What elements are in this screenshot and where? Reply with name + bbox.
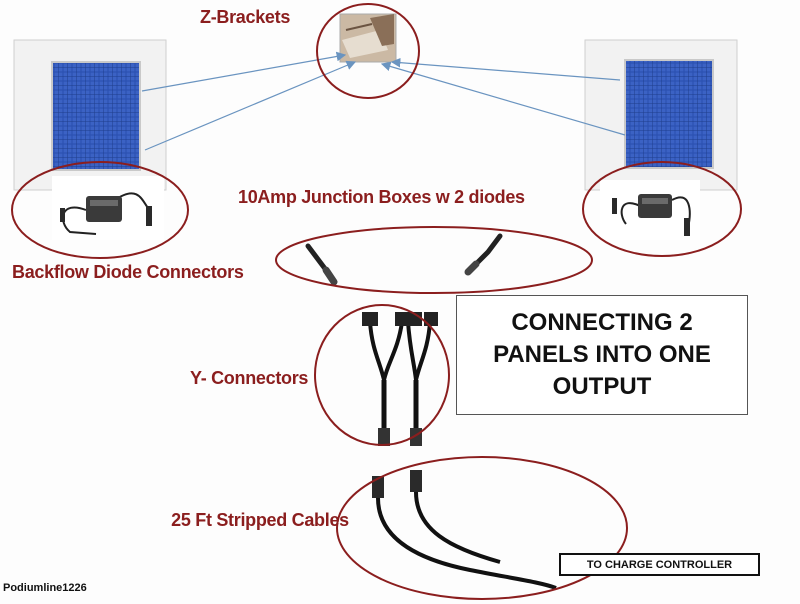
title-box: CONNECTING 2 PANELS INTO ONE OUTPUT: [456, 295, 748, 415]
diagram-title: CONNECTING 2 PANELS INTO ONE OUTPUT: [493, 309, 711, 400]
left-solar-panel-icon: [13, 39, 167, 191]
highlight-ellipses: [11, 3, 742, 600]
stripped-cable-icon: [372, 470, 557, 590]
stripped-cables-label: 25 Ft Stripped Cables: [171, 510, 349, 530]
backflow-connectors-label: Backflow Diode Connectors: [12, 262, 244, 282]
right-junction-box-icon: [600, 180, 700, 240]
z-brackets-ellipse: [316, 3, 420, 99]
left-junction-ellipse: [11, 161, 189, 259]
credit-label: Podiumline1226: [3, 582, 87, 594]
y-connectors-label: Y- Connectors: [190, 368, 309, 388]
y-connectors-ellipse: [314, 304, 450, 446]
left-junction-box-icon: [52, 176, 164, 240]
z-brackets-label: Z-Brackets: [200, 7, 291, 27]
cables-ellipse: [336, 456, 628, 600]
diode-connectors-ellipse: [275, 226, 593, 294]
bracket-arrows: [141, 51, 626, 151]
charge-controller-box: TO CHARGE CONTROLLER: [559, 553, 760, 576]
right-solar-panel-icon: [584, 39, 738, 191]
junction-boxes-label: 10Amp Junction Boxes w 2 diodes: [238, 187, 525, 207]
diode-connector-icon: [305, 233, 503, 286]
right-junction-ellipse: [582, 161, 742, 257]
z-bracket-photo-icon: [339, 13, 397, 63]
